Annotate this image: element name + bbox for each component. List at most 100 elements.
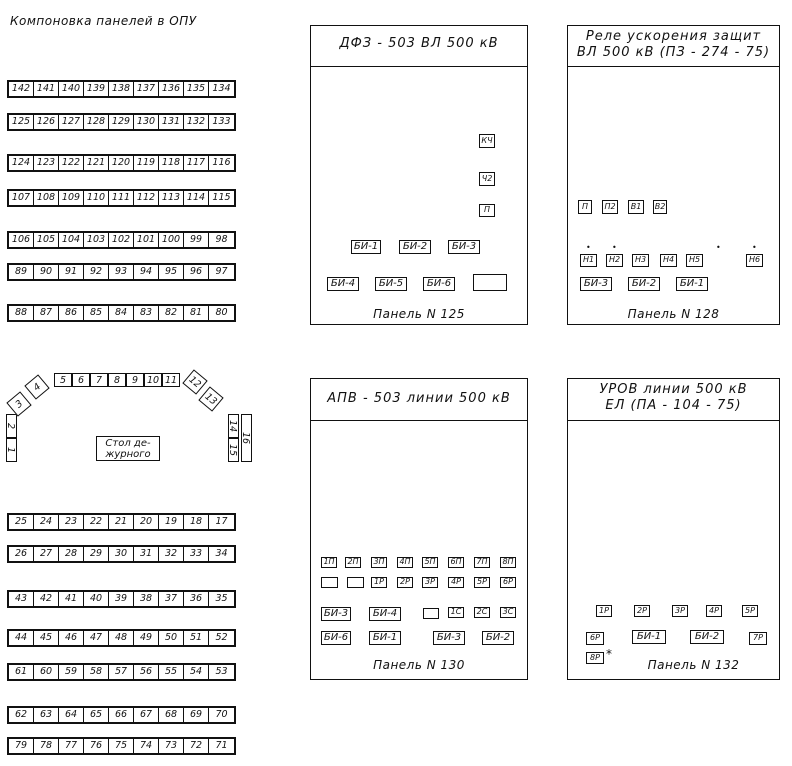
relay-box: 3С (500, 607, 516, 618)
panel-132-title: УРОВ линии 500 кВ ЕЛ (ПА - 104 - 75) (568, 379, 779, 421)
panel-cell: 46 (59, 631, 84, 645)
panel-cell: 81 (184, 306, 209, 320)
relay-box: 4П (397, 557, 413, 568)
relay-box: Ч2 (479, 172, 495, 186)
panel-cell: 129 (109, 115, 134, 129)
panel-cell: 57 (109, 665, 134, 679)
relay-box: БИ-1 (369, 631, 401, 645)
panel-130-label: Панель N 130 (373, 658, 465, 672)
relay-box: 7Р (749, 632, 767, 645)
panel-cell: 122 (59, 156, 84, 170)
panel-cell: 78 (34, 739, 59, 753)
panel-cell: 140 (59, 82, 84, 96)
panel-cell: 17 (215, 516, 228, 527)
panel-cell: 124 (9, 156, 34, 170)
panel-cell: 74 (134, 739, 159, 753)
panel-cell: 93 (109, 265, 134, 279)
panel-cell: 18 (184, 515, 209, 529)
panel-cell: 79 (9, 739, 34, 753)
panel-cell: 61 (9, 665, 34, 679)
panel-cell: 111 (109, 191, 134, 205)
panel-cell: 125 (9, 115, 34, 129)
panel-cell: 24 (34, 515, 59, 529)
panel-cell: 19 (159, 515, 184, 529)
relay-box: 5П (422, 557, 438, 568)
relay-box: БИ-1 (632, 630, 666, 644)
panel-cell: 98 (215, 234, 228, 245)
panel-cell: 127 (59, 115, 84, 129)
panel-cell: 55 (159, 665, 184, 679)
panel-cell: 32 (159, 547, 184, 561)
relay-box: 6П (448, 557, 464, 568)
panel-cell: 106 (9, 233, 34, 247)
relay-box: БИ-6 (321, 631, 351, 645)
panel-cell: 53 (215, 666, 228, 677)
panel-cell: 89 (9, 265, 34, 279)
panel-cell: 65 (84, 708, 109, 722)
desk-cell: 6 (72, 373, 90, 387)
desk-cell: 12 (182, 369, 208, 395)
panel-cell: 117 (184, 156, 209, 170)
relay-box: 3П (371, 557, 387, 568)
relay-box: БИ-2 (399, 240, 431, 254)
relay-box: П (479, 204, 495, 217)
desk-cell: 4 (24, 374, 50, 400)
panel-cell: 95 (159, 265, 184, 279)
panel-cell: 94 (134, 265, 159, 279)
panel-cell: 69 (184, 708, 209, 722)
panel-cell: 116 (212, 157, 231, 168)
relay-box (423, 608, 439, 619)
panel-cell: 52 (215, 632, 228, 643)
relay-box (473, 274, 507, 291)
panel-cell: 45 (34, 631, 59, 645)
panel-cell: 121 (84, 156, 109, 170)
panel-cell: 39 (109, 592, 134, 606)
panel-cell: 30 (109, 547, 134, 561)
duty-desk-label: Стол де- журного (96, 436, 160, 461)
tick-mark: • (752, 243, 757, 252)
panel-cell: 26 (9, 547, 34, 561)
relay-box: П (578, 200, 592, 214)
relay-box: 6Р (500, 577, 516, 588)
panel-cell: 37 (159, 592, 184, 606)
panel-cell: 34 (215, 548, 228, 559)
panel-cell: 86 (59, 306, 84, 320)
relay-box: БИ-3 (448, 240, 480, 254)
relay-box: БИ-2 (482, 631, 514, 645)
panel-cell: 62 (9, 708, 34, 722)
relay-box: 2С (474, 607, 490, 618)
panel-cell: 102 (109, 233, 134, 247)
panel-cell: 63 (34, 708, 59, 722)
relay-box: Н1 (580, 254, 597, 267)
tick-mark: • (586, 243, 591, 252)
panel-cell: 115 (212, 192, 231, 203)
desk-cell: 9 (126, 373, 144, 387)
desk-cell: 1 (6, 438, 17, 462)
panel-cell: 68 (159, 708, 184, 722)
panel-cell: 120 (109, 156, 134, 170)
relay-box: 3Р (422, 577, 438, 588)
panel-cell: 73 (159, 739, 184, 753)
panel-cell: 99 (184, 233, 209, 247)
panel-cell: 72 (184, 739, 209, 753)
panel-cell: 119 (134, 156, 159, 170)
panel-cell: 82 (159, 306, 184, 320)
panel-cell: 91 (59, 265, 84, 279)
panel-cell: 49 (134, 631, 159, 645)
panel-cell: 70 (215, 709, 228, 720)
panel-cell: 66 (109, 708, 134, 722)
relay-box: 1Р (596, 605, 612, 617)
panel-cell: 59 (59, 665, 84, 679)
relay-box: 2П (345, 557, 361, 568)
panel-cell: 108 (34, 191, 59, 205)
panel-cell: 48 (109, 631, 134, 645)
